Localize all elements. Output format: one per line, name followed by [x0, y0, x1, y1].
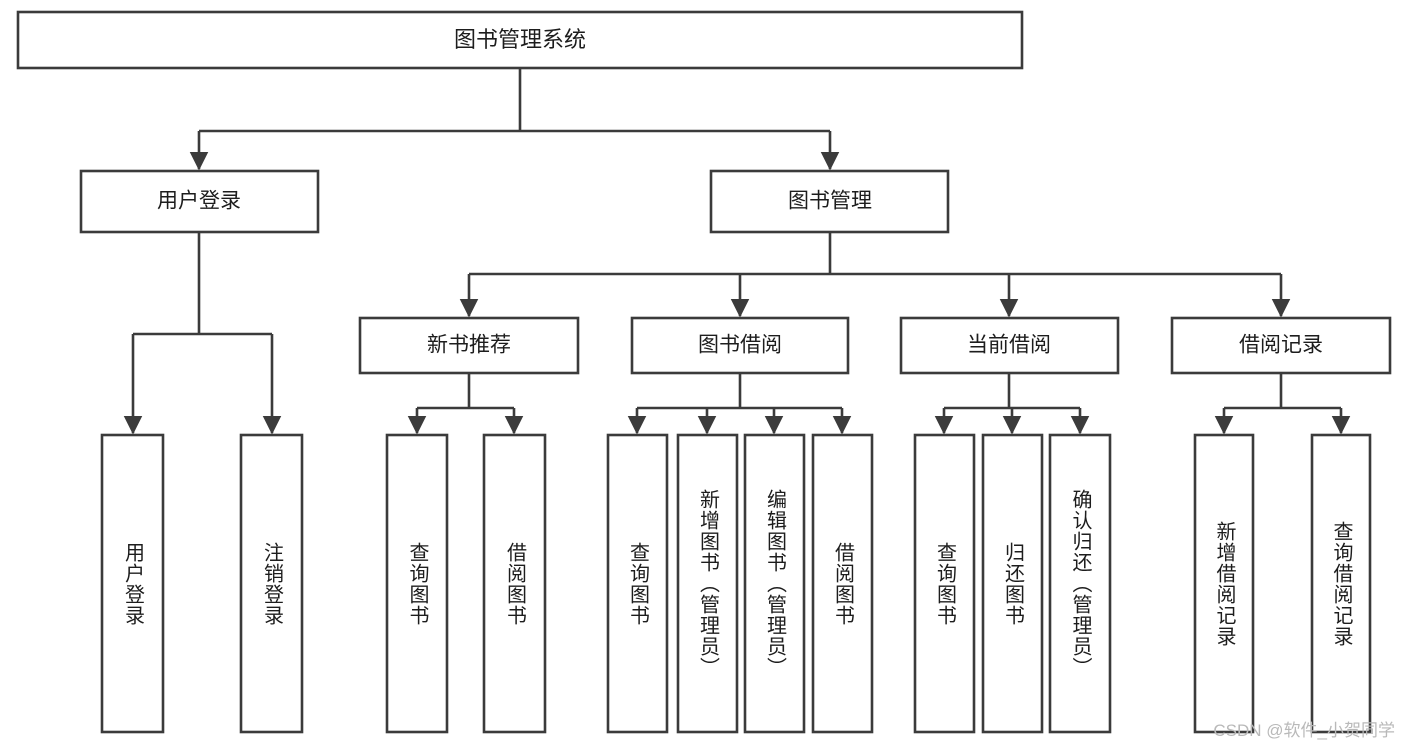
node-borrow-record-label: 借阅记录: [1239, 334, 1323, 357]
connector-group-root: [189, 68, 840, 171]
node-new-book-recommend-box[interactable]: [358, 316, 580, 375]
node-current-borrow-label: 当前借阅: [967, 334, 1051, 357]
leaf-box-confirm-return[interactable]: [1048, 433, 1112, 734]
leaf-box-query-borrow-record[interactable]: [1310, 433, 1372, 734]
leaf-box-query-book-1[interactable]: [385, 433, 449, 734]
leaf-box-user-logout[interactable]: [239, 433, 304, 734]
leaf-box-add-book[interactable]: [676, 433, 739, 734]
leaf-box-query-book-2[interactable]: [606, 433, 669, 734]
connector-group-new-book-recommend: [407, 373, 524, 435]
leaf-box-add-borrow-record[interactable]: [1193, 433, 1255, 734]
node-current-borrow[interactable]: 当前借阅: [899, 316, 1120, 375]
leaf-box-return-book[interactable]: [981, 433, 1044, 734]
node-new-book-recommend-label: 新书推荐: [427, 334, 511, 357]
node-book-manage-box[interactable]: [709, 169, 950, 234]
node-book-borrow[interactable]: 图书借阅: [630, 316, 850, 375]
node-book-borrow-box[interactable]: [630, 316, 850, 375]
node-borrow-record[interactable]: 借阅记录: [1170, 316, 1392, 375]
connector-group-current-borrow: [934, 373, 1090, 435]
node-user-login-label: 用户登录: [157, 190, 241, 213]
connector-group-borrow-record: [1214, 373, 1351, 435]
leaf-box-edit-book[interactable]: [743, 433, 806, 734]
node-root-label: 图书管理系统: [454, 27, 586, 52]
node-current-borrow-box[interactable]: [899, 316, 1120, 375]
node-root[interactable]: 图书管理系统: [16, 10, 1024, 70]
leaf-box-borrow-book-2[interactable]: [811, 433, 874, 734]
leaf-box-query-book-3[interactable]: [913, 433, 976, 734]
node-new-book-recommend[interactable]: 新书推荐: [358, 316, 580, 375]
leaf-box-borrow-book-1[interactable]: [482, 433, 547, 734]
node-book-borrow-label: 图书借阅: [698, 334, 782, 357]
node-root-box[interactable]: [16, 10, 1024, 70]
leaf-box-user-login[interactable]: [100, 433, 165, 734]
csdn-watermark: CSDN @软件_小贺同学: [1213, 721, 1395, 740]
node-book-manage[interactable]: 图书管理: [709, 169, 950, 234]
connector-group-book-borrow: [627, 373, 852, 435]
node-user-login-box[interactable]: [79, 169, 320, 234]
connector-group-book-manage: [459, 232, 1291, 318]
node-borrow-record-box[interactable]: [1170, 316, 1392, 375]
connector-group-user-login: [123, 232, 282, 435]
node-user-login[interactable]: 用户登录: [79, 169, 320, 234]
node-book-manage-label: 图书管理: [788, 190, 872, 213]
